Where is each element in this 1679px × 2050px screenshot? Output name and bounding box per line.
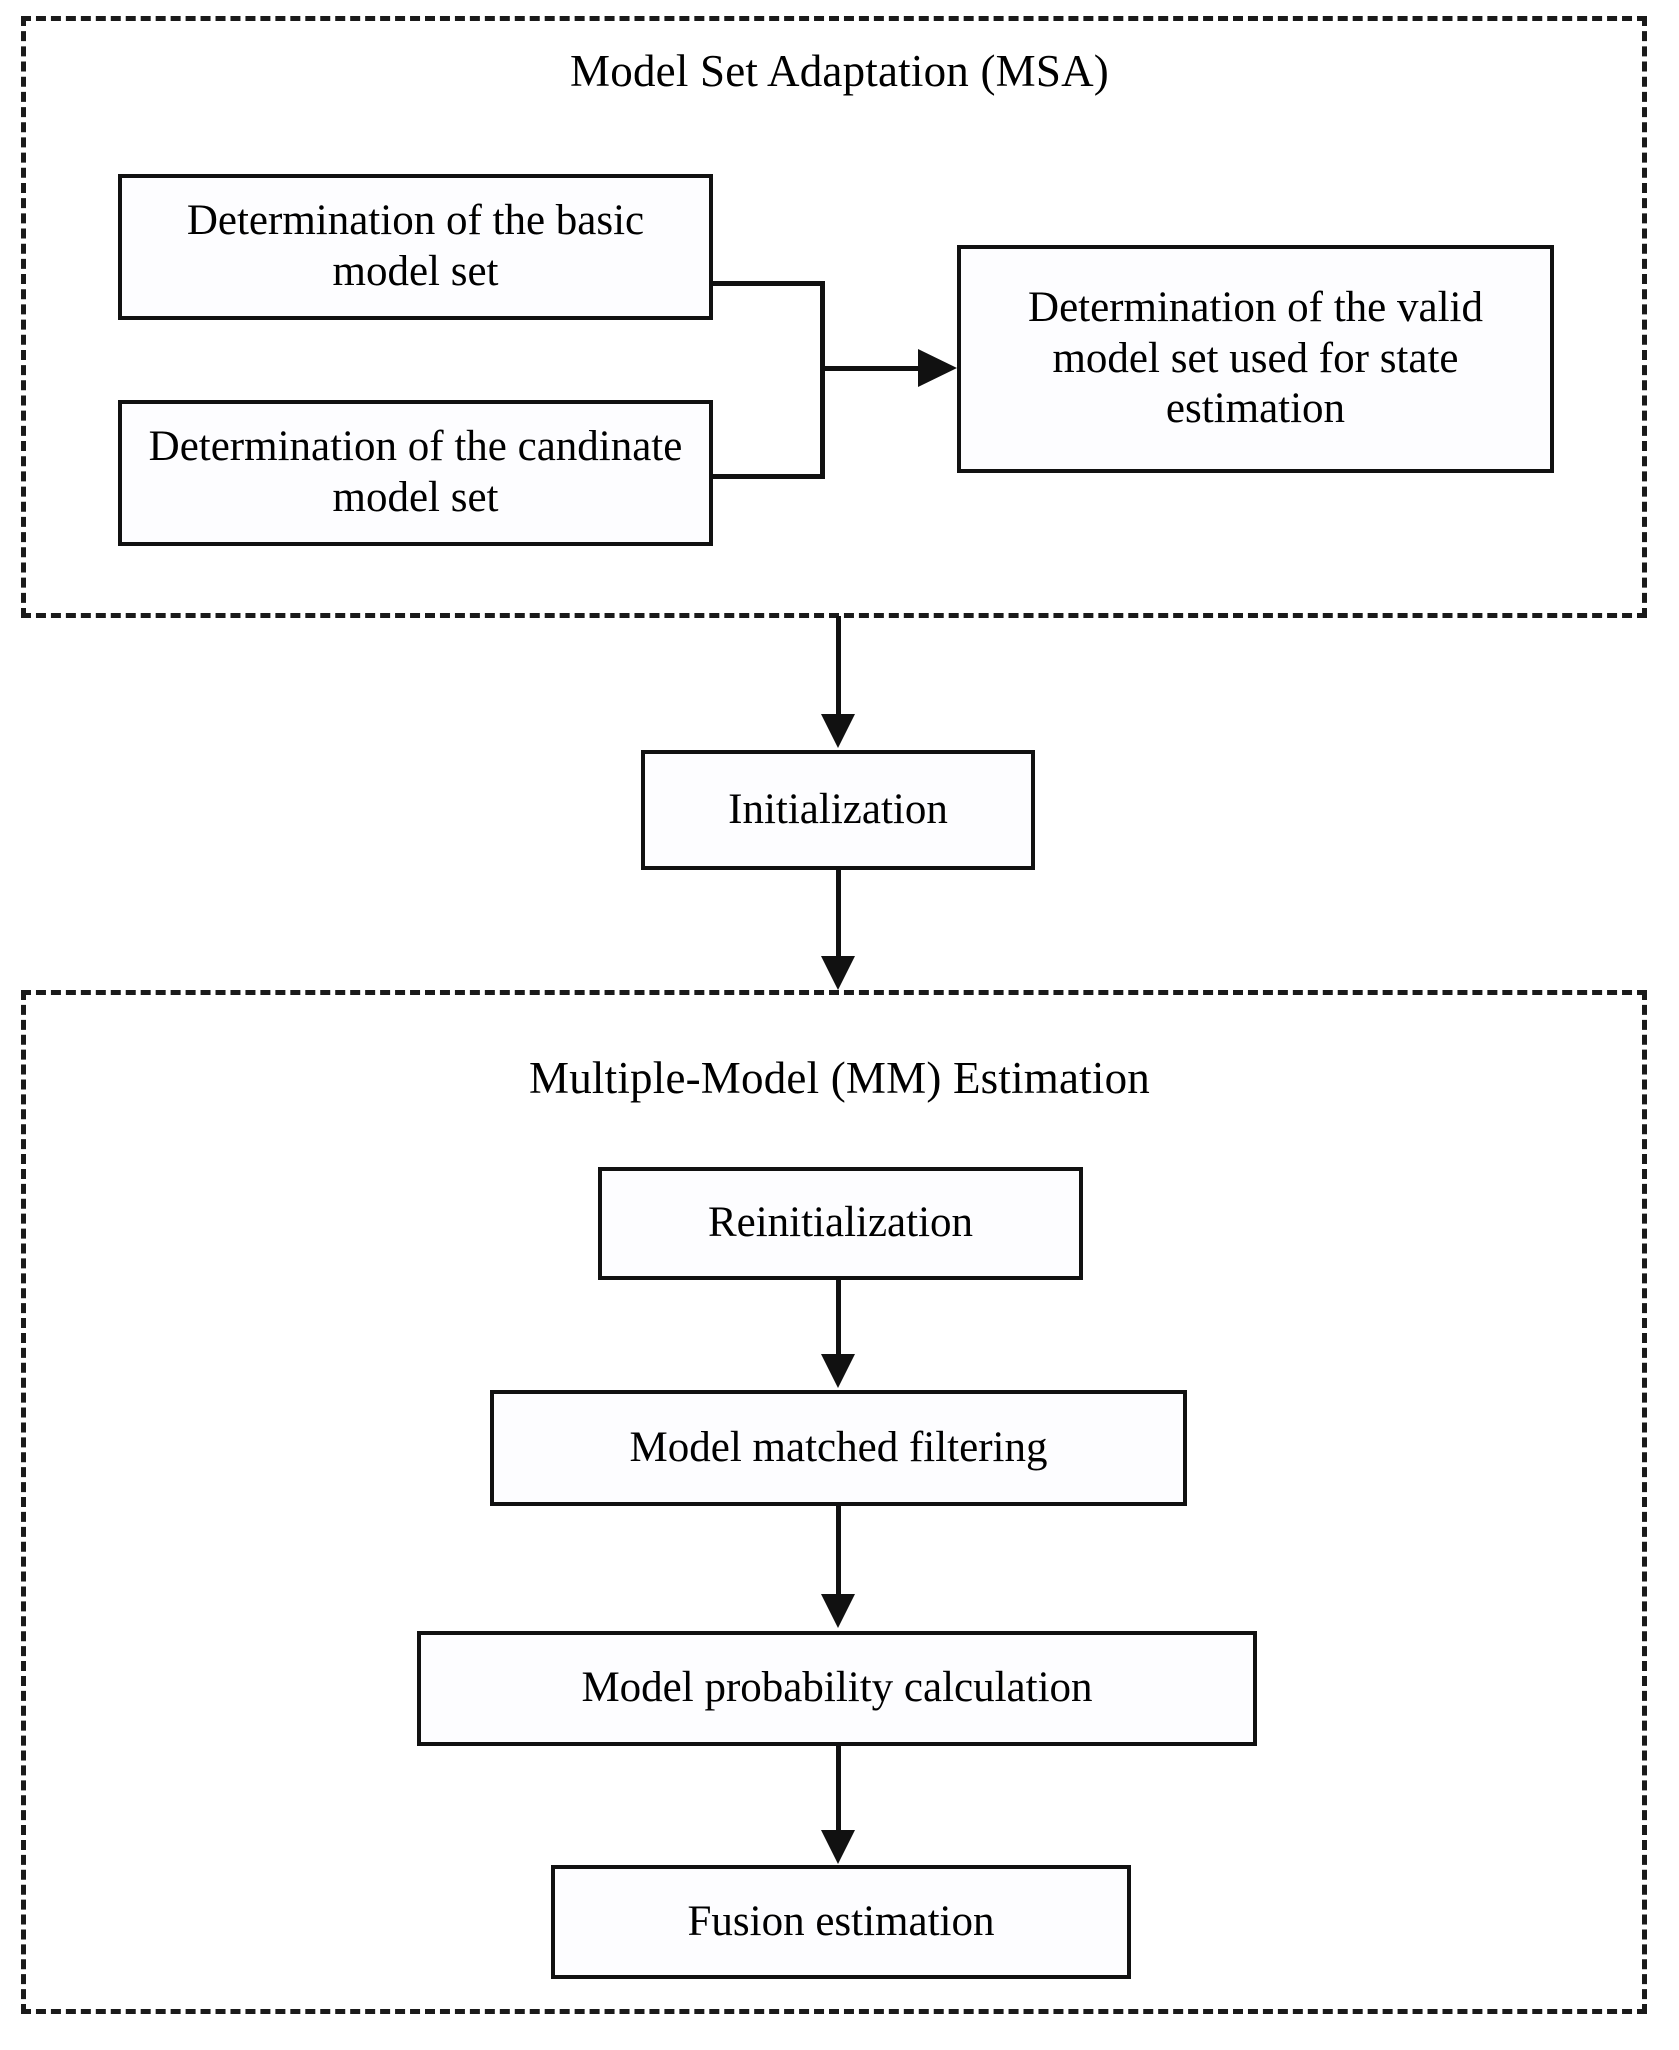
node-valid-model-set[interactable]: Determination of the valid model set use… — [957, 245, 1554, 473]
node-basic-model-set[interactable]: Determination of the basic model set — [118, 174, 713, 320]
node-fusion-estimation[interactable]: Fusion estimation — [551, 1865, 1131, 1979]
arrowhead-to-initialization — [821, 714, 855, 748]
arrowhead-to-valid-model-set — [918, 349, 957, 387]
connector-basic-to-merge — [713, 281, 825, 286]
node-candinate-model-set[interactable]: Determination of the candinate model set — [118, 400, 713, 546]
connector-reinit-to-filtering — [836, 1280, 841, 1356]
node-model-matched-filtering[interactable]: Model matched filtering — [490, 1390, 1187, 1506]
connector-merge-vertical — [820, 281, 825, 479]
connector-merge-to-valid — [820, 366, 924, 371]
connector-msa-to-initialization — [836, 616, 841, 716]
connector-probability-to-fusion — [836, 1746, 841, 1832]
node-initialization[interactable]: Initialization — [641, 750, 1035, 870]
arrowhead-to-mm-group — [821, 956, 855, 990]
node-model-probability-calculation[interactable]: Model probability calculation — [417, 1631, 1257, 1746]
connector-initialization-to-mm — [836, 870, 841, 958]
group-multiple-model-estimation — [21, 990, 1647, 2014]
arrowhead-to-fusion-estimation — [821, 1830, 855, 1864]
group-title-mm: Multiple-Model (MM) Estimation — [529, 1053, 1150, 1103]
group-title-msa: Model Set Adaptation (MSA) — [570, 46, 1109, 96]
arrowhead-to-model-matched-filtering — [821, 1354, 855, 1388]
node-reinitialization[interactable]: Reinitialization — [598, 1167, 1083, 1280]
group-model-set-adaptation — [21, 16, 1647, 618]
connector-filtering-to-probability — [836, 1506, 841, 1596]
arrowhead-to-model-probability-calculation — [821, 1594, 855, 1628]
connector-candidate-to-merge — [713, 474, 825, 479]
